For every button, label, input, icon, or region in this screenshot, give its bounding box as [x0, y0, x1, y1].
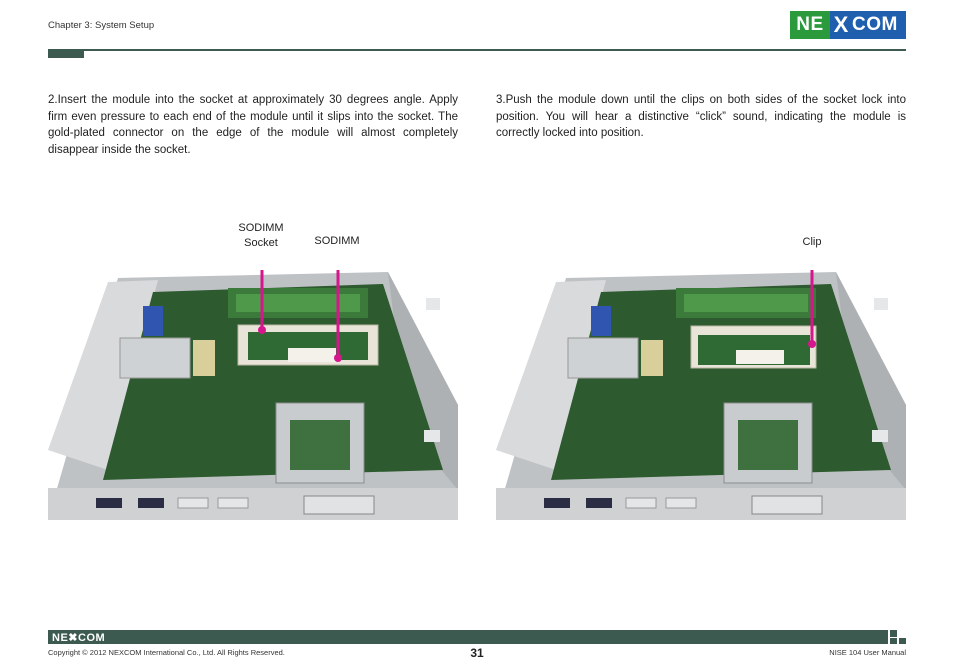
footer-square — [890, 630, 897, 637]
header-rule — [48, 49, 906, 51]
logo-ne: NE — [790, 11, 830, 39]
logo-x: X — [833, 12, 849, 37]
header-accent-block — [48, 49, 84, 58]
logo-com: COM — [852, 14, 898, 35]
photo-module-insert-illustration — [48, 270, 458, 520]
footer-logo: NE✖COM — [52, 632, 106, 644]
page-number: 31 — [470, 646, 484, 660]
photo-module-insert — [48, 270, 458, 520]
callout-sodimm-socket: SODIMM Socket — [230, 221, 292, 251]
footer-square — [890, 638, 897, 644]
callout-sodimm-socket-line1: SODIMM — [238, 222, 284, 234]
chapter-title: Chapter 3: System Setup — [48, 20, 155, 31]
callout-sodimm: SODIMM — [314, 235, 360, 247]
copyright-text: Copyright © 2012 NEXCOM International Co… — [48, 648, 285, 657]
footer-bar — [48, 630, 888, 644]
callout-clip: Clip — [802, 236, 822, 248]
footer-square — [899, 638, 906, 644]
callout-sodimm-socket-line2: Socket — [244, 237, 278, 249]
step-2-text: 2.Insert the module into the socket at a… — [48, 94, 458, 156]
photo-module-locked-illustration — [496, 270, 906, 520]
nexcom-logo: NE X COM — [790, 11, 906, 39]
step-3-text: 3.Push the module down until the clips o… — [496, 94, 906, 139]
photo-module-locked — [496, 270, 906, 520]
manual-name: NISE 104 User Manual — [829, 648, 906, 657]
